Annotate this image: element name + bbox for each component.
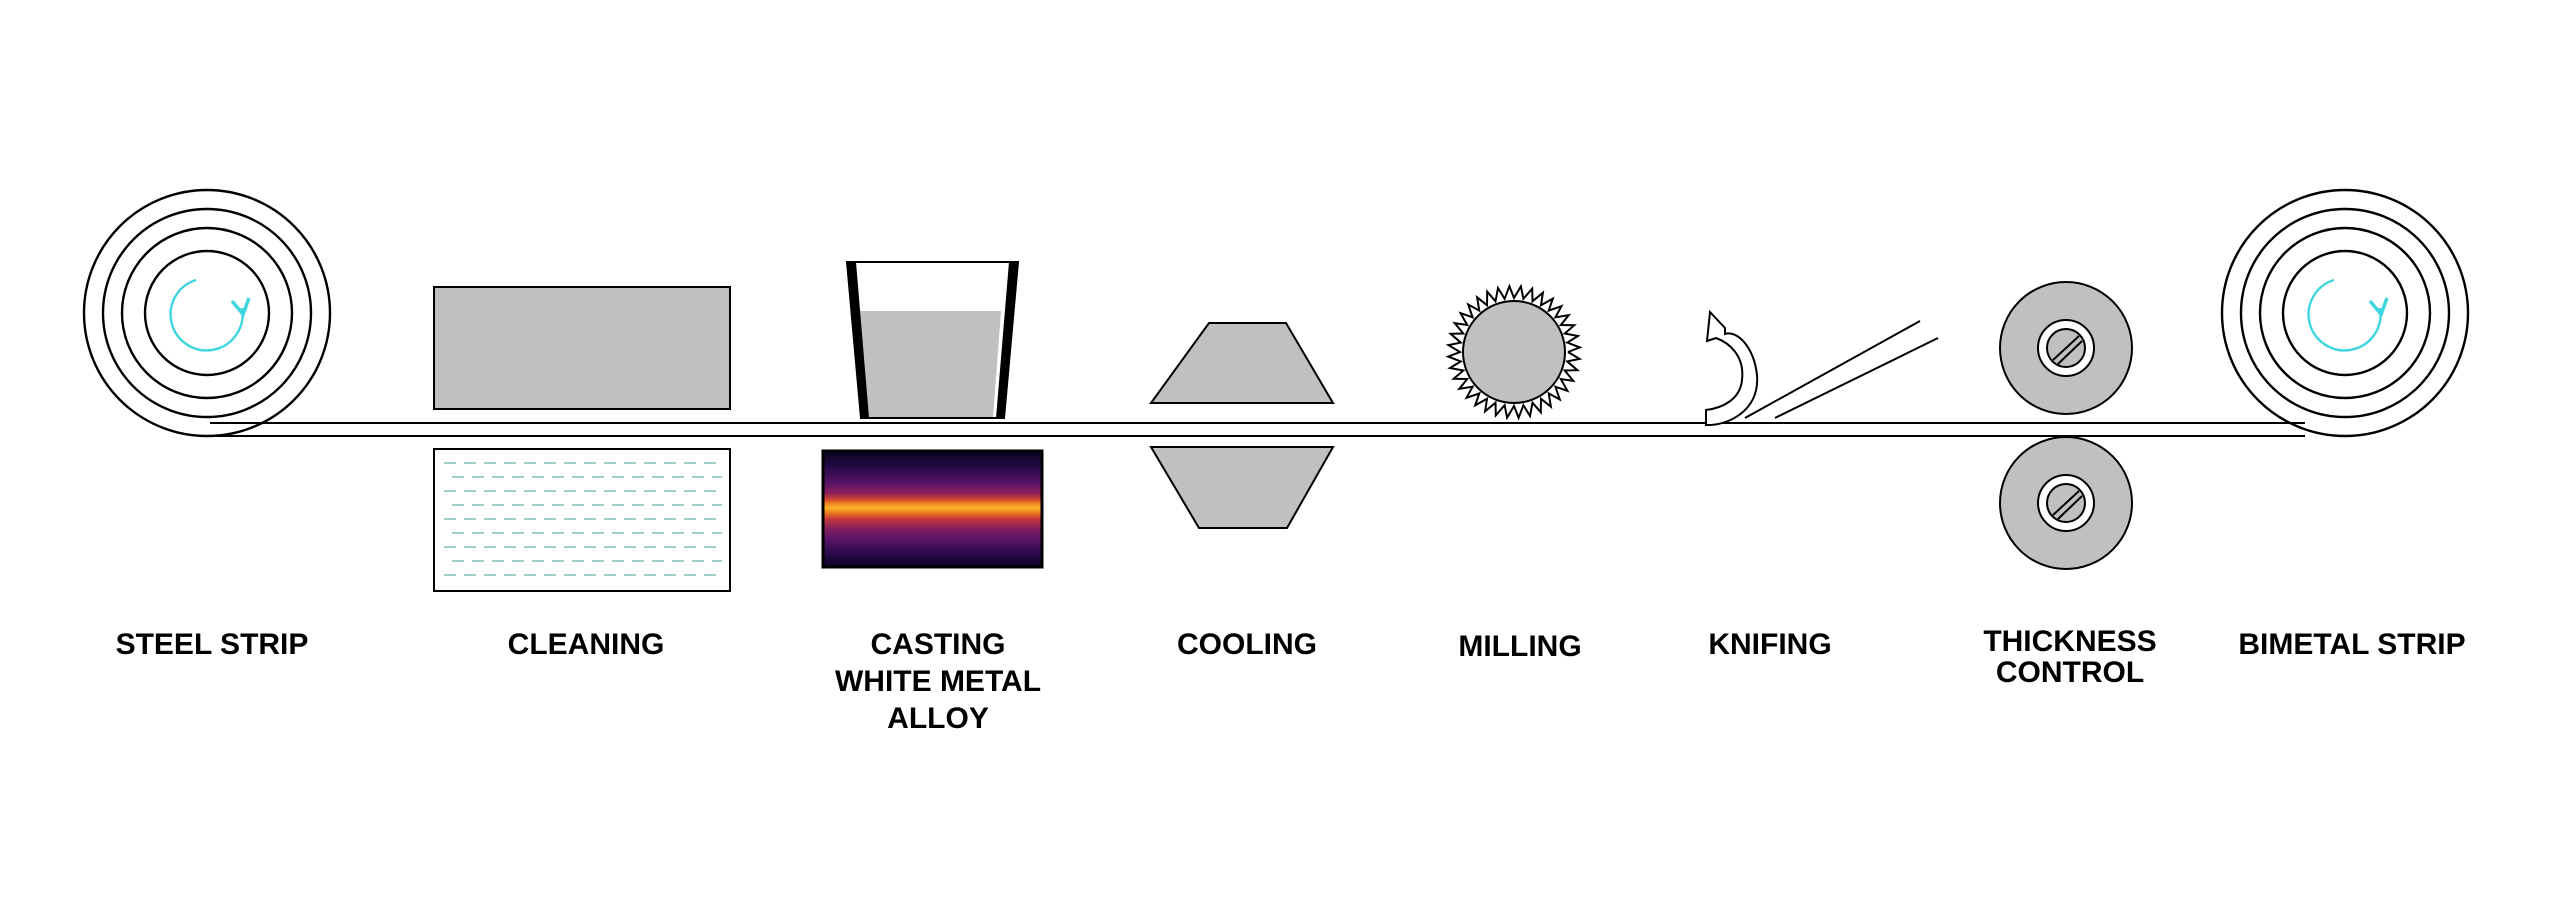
cleaning-water-tank xyxy=(433,448,731,592)
cooling-unit xyxy=(1149,322,1335,529)
label-thickness-control: THICKNESS CONTROL xyxy=(1983,625,2157,689)
label-milling: MILLING xyxy=(1458,630,1582,663)
steel-strip-coil xyxy=(82,188,332,438)
bimetal-strip-coil xyxy=(2220,188,2470,438)
curved-arrow-icon xyxy=(1705,309,1759,427)
label-casting: CASTING WHITE METAL ALLOY xyxy=(834,628,1042,735)
label-cooling: COOLING xyxy=(1177,628,1317,661)
rotation-arrow-icon xyxy=(169,278,251,352)
label-cleaning: CLEANING xyxy=(507,628,665,661)
casting-heat-zone xyxy=(821,449,1044,569)
casting-crucible-melt xyxy=(860,311,1001,418)
water-dashes xyxy=(444,462,722,576)
knifing-unit xyxy=(1705,309,1939,427)
steel-strip-line xyxy=(210,422,2305,437)
rotation-arrow-icon xyxy=(2307,278,2389,352)
label-bimetal-strip: BIMETAL STRIP xyxy=(2238,628,2466,661)
label-knifing: KNIFING xyxy=(1708,628,1832,661)
casting-unit xyxy=(821,261,1044,569)
milling-cutter xyxy=(1445,283,1583,421)
label-steel-strip: STEEL STRIP xyxy=(115,628,309,661)
milling-cutter-teeth xyxy=(1445,283,1583,421)
cleaning-unit xyxy=(433,286,731,592)
lower-roller xyxy=(1999,436,2133,570)
upper-roller xyxy=(1999,281,2133,415)
thickness-control-rollers xyxy=(1999,281,2133,570)
